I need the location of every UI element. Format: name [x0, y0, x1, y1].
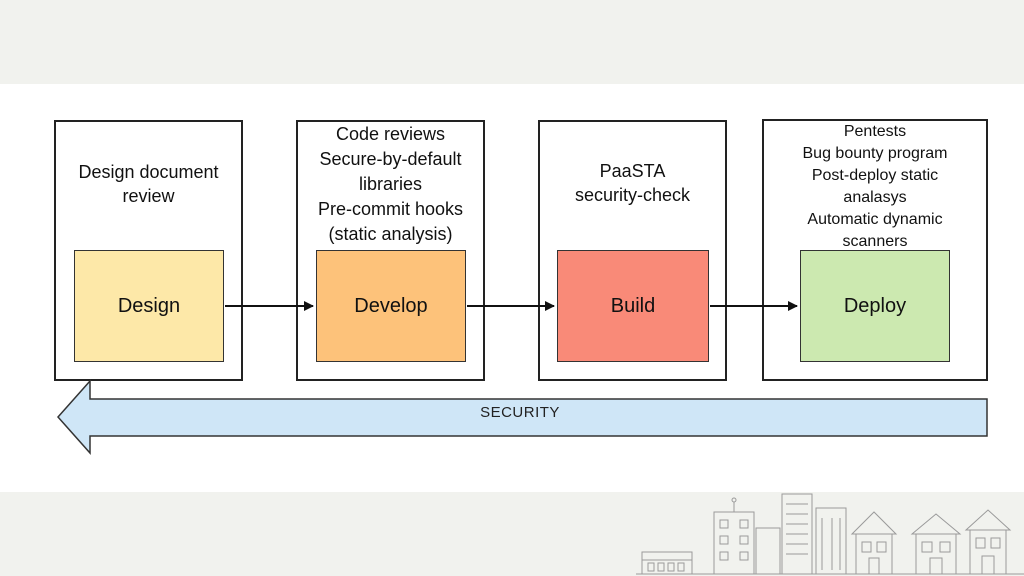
stage-deploy-description: Pentests Bug bounty program Post-deploy …	[764, 121, 986, 253]
phase-design-box: Design	[74, 250, 224, 362]
description-line: Automatic dynamic	[807, 211, 943, 228]
description-line: review	[122, 186, 175, 206]
stage-develop-description: Code reviews Secure-by-default libraries…	[298, 122, 483, 247]
stage-design-description: Design document review	[56, 160, 241, 208]
description-line: PaaSTA	[599, 161, 666, 181]
description-line: Post-deploy static	[811, 167, 939, 184]
slide-top-band	[0, 0, 1024, 84]
phase-build-box: Build	[557, 250, 709, 362]
phase-label: Design	[117, 294, 181, 317]
description-line: Code reviews	[335, 124, 446, 144]
description-line: security-check	[574, 185, 691, 205]
city-skyline-illustration	[636, 493, 1024, 575]
description-line: Pentests	[843, 123, 907, 140]
description-line: Secure-by-default	[319, 149, 462, 169]
phase-deploy-box: Deploy	[800, 250, 950, 362]
phase-develop-box: Develop	[316, 250, 466, 362]
description-line: analasys	[843, 189, 907, 206]
security-arrow-label: SECURITY	[480, 404, 560, 421]
phase-label: Build	[610, 294, 656, 317]
stage-build-description: PaaSTA security-check	[540, 159, 725, 207]
description-line: Bug bounty program	[802, 145, 948, 162]
description-line: (static analysis)	[328, 224, 453, 244]
description-line: libraries	[358, 174, 423, 194]
security-arrow	[56, 379, 988, 455]
description-line: Pre-commit hooks	[317, 199, 464, 219]
phase-label: Deploy	[843, 294, 907, 317]
description-line: scanners	[842, 233, 908, 250]
phase-label: Develop	[354, 294, 428, 317]
description-line: Design document	[78, 162, 219, 182]
